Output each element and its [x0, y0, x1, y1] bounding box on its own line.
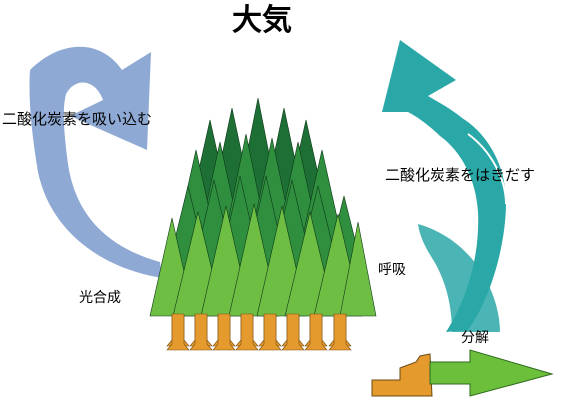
emit-arrow [382, 40, 506, 332]
label-emit-co2: 二酸化炭素をはきだす [385, 166, 536, 184]
label-photosynthesis: 光合成 [79, 290, 121, 306]
tree-trunk [258, 313, 282, 351]
tree-trunk [328, 313, 352, 351]
emit-arrow-back-shade [418, 224, 500, 332]
forest [149, 97, 377, 351]
tree-trunk [304, 313, 328, 351]
tree-trunk [166, 313, 190, 351]
emit-arrow-highlight [467, 133, 507, 205]
decomposition-arrow-head [429, 349, 554, 397]
decomposition-arrow [371, 349, 554, 397]
tree-trunk [281, 313, 305, 351]
conifer-tree [339, 221, 377, 317]
label-respiration: 呼吸 [378, 262, 406, 278]
tree-trunk [235, 313, 259, 351]
label-absorb-co2: 二酸化炭素を吸い込む [2, 110, 153, 128]
tree-trunk [212, 313, 236, 351]
decomposition-arrow-stem [371, 353, 433, 397]
label-decomposition: 分解 [461, 330, 489, 346]
absorb-arrow [29, 46, 163, 278]
diagram-title: 大気 [232, 3, 292, 38]
tree-trunk [189, 313, 213, 351]
